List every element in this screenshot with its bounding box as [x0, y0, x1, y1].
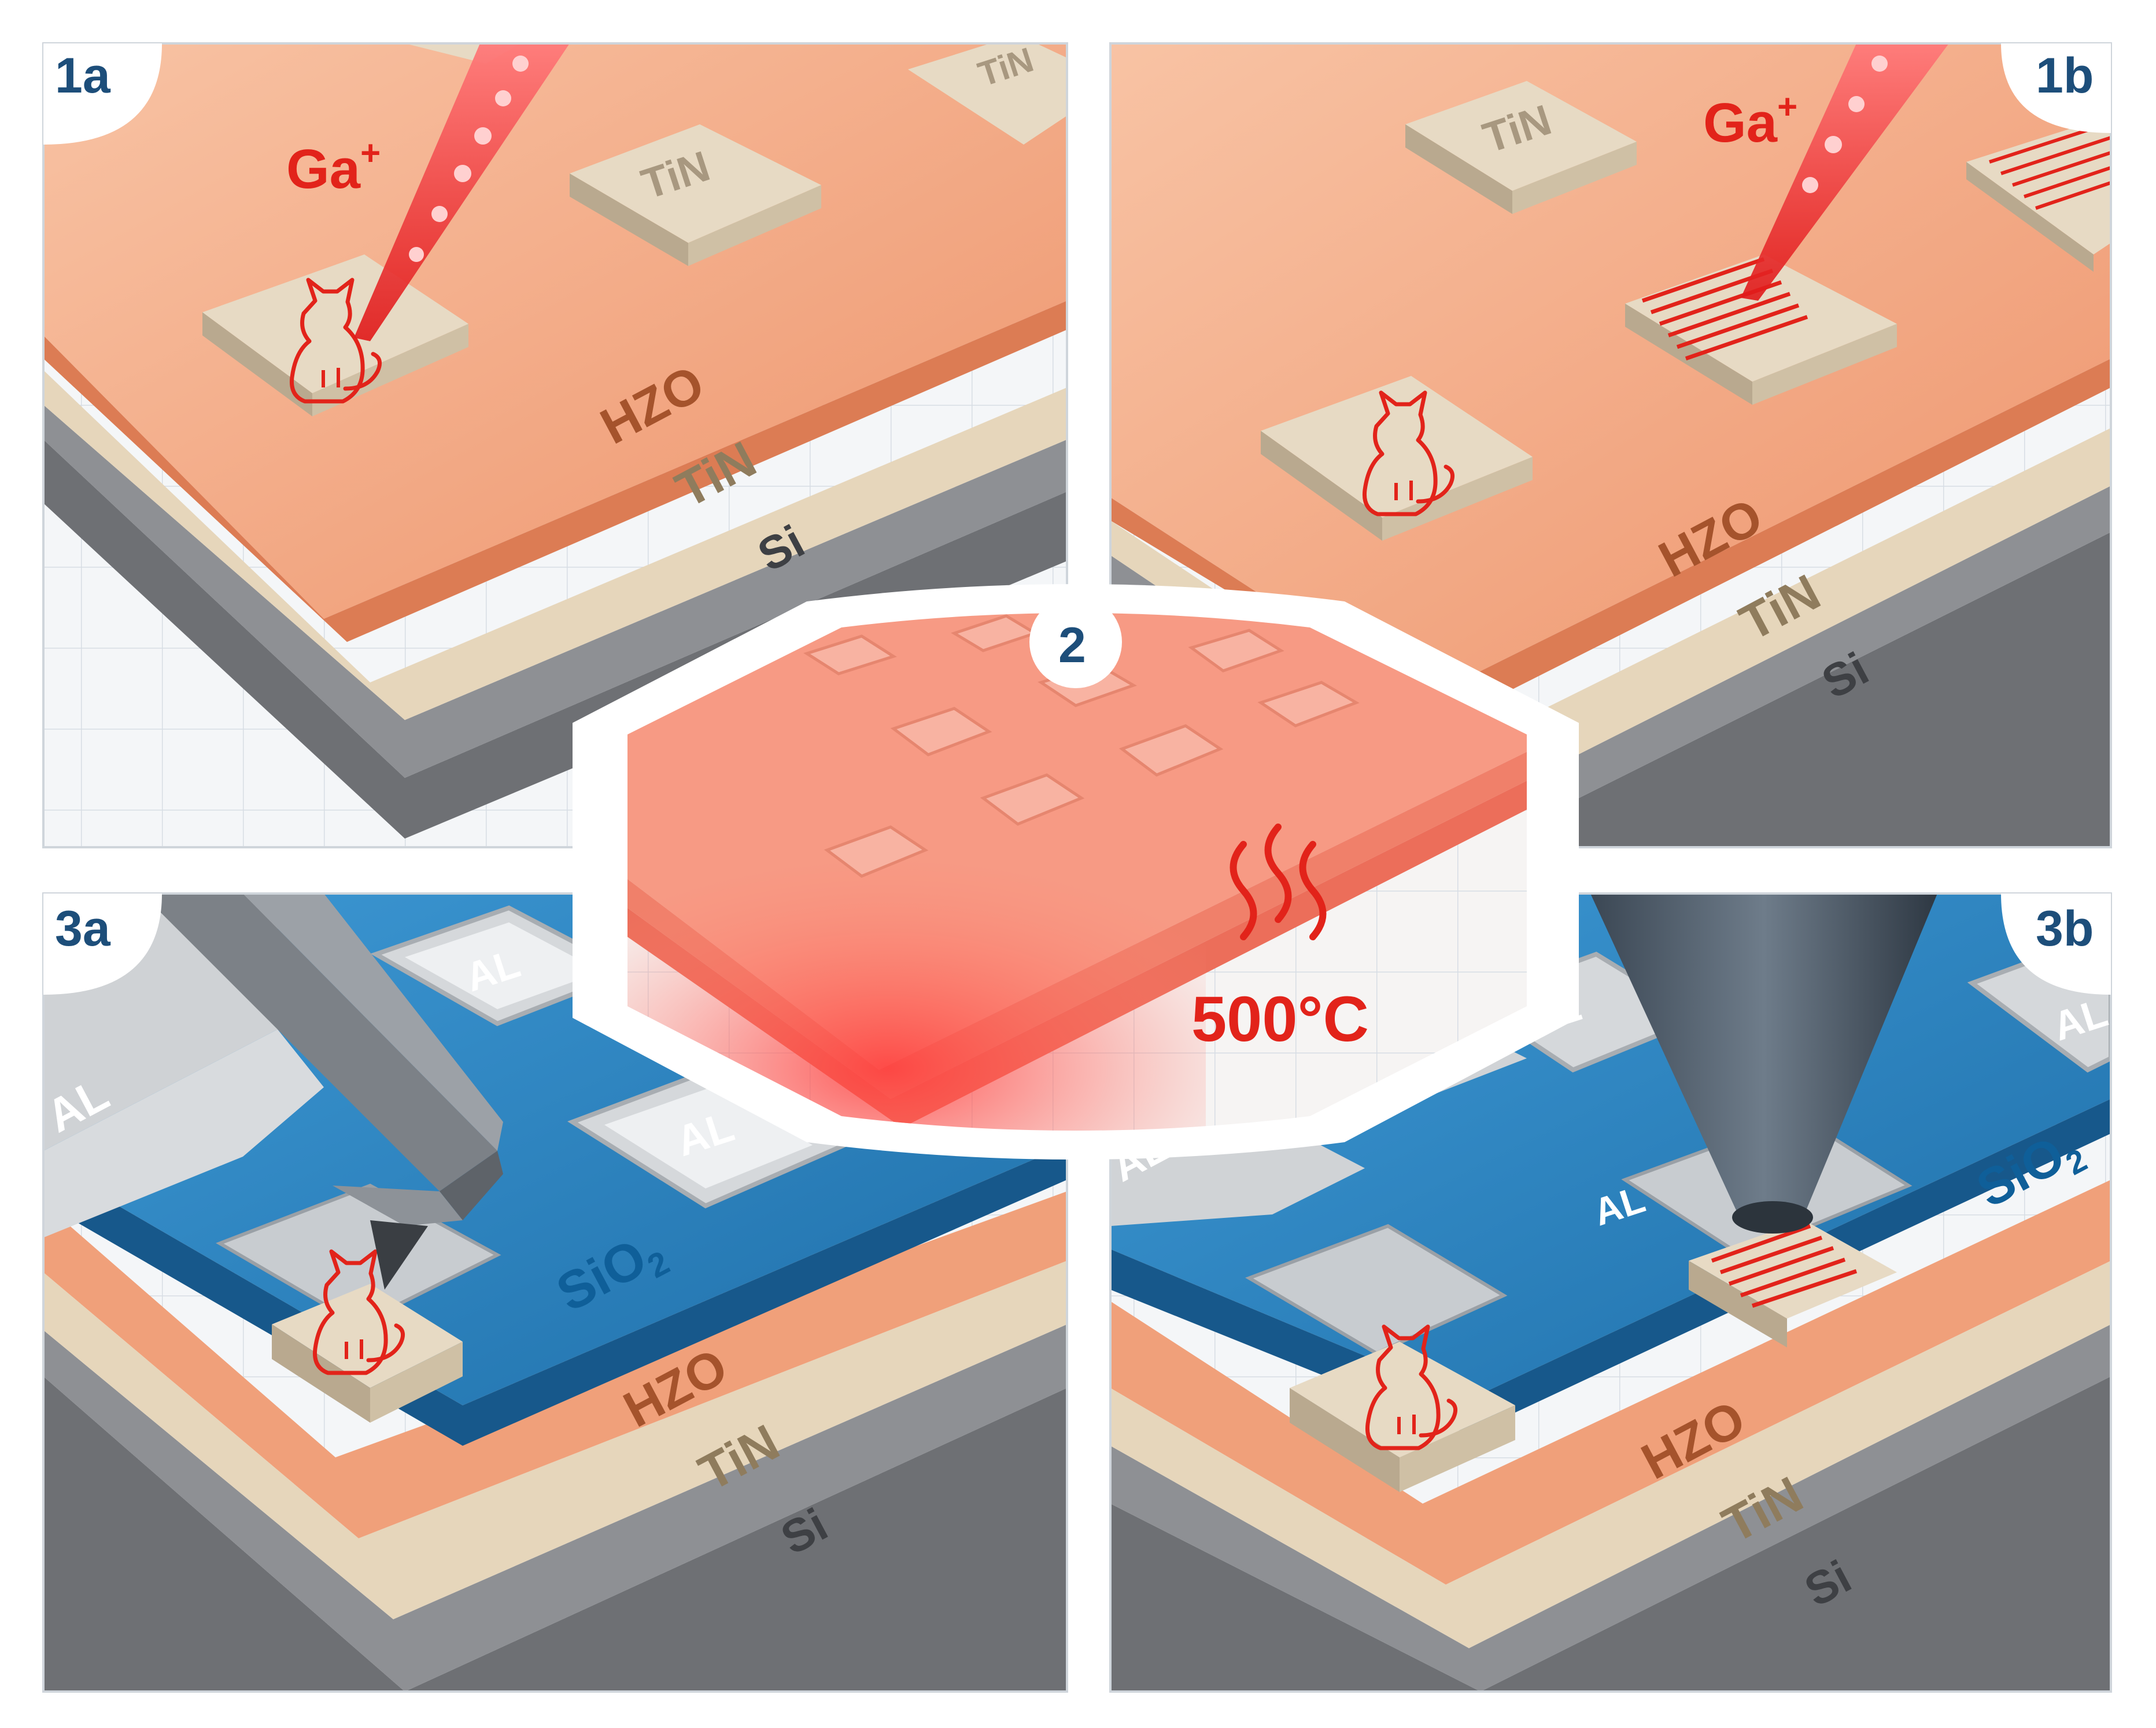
- tin-pad-partial: [1966, 116, 2111, 272]
- line-grating-icon: [1641, 257, 1808, 361]
- probe-tip-icon: [142, 893, 503, 1290]
- panel-1a: TiN TiN Ga+ HZO TiN Si: [43, 43, 1067, 847]
- line-grating-icon: [1711, 1224, 1858, 1308]
- tag-3b: 3b: [2001, 893, 2111, 995]
- tin-pad: [272, 1251, 463, 1423]
- svg-text:3a: 3a: [55, 901, 111, 957]
- tag-3a: 3a: [43, 893, 162, 995]
- ion-label: Ga+: [286, 134, 381, 200]
- heat-waves-icon: [1230, 824, 1327, 940]
- tin-pad: [1625, 254, 1897, 405]
- tin-pad: [1689, 1220, 1897, 1347]
- al-pad: AL: [370, 905, 636, 1027]
- tag-1b: 1b: [2001, 43, 2111, 133]
- ion-beam-icon: [354, 43, 570, 341]
- tag-1a: 1a: [43, 43, 162, 145]
- tin-pad: TiN: [1405, 81, 1637, 214]
- svg-text:1a: 1a: [55, 48, 111, 104]
- probe-tip-icon: [1590, 893, 1937, 1234]
- panel-3a: AL AL AL SiO2 HZO TiN: [43, 893, 1067, 1692]
- svg-text:3b: 3b: [2036, 901, 2094, 957]
- ion-beam-icon: [1741, 43, 1949, 301]
- svg-text:2: 2: [1058, 618, 1086, 673]
- ion-label: Ga+: [1703, 87, 1797, 154]
- svg-text:1b: 1b: [2036, 48, 2094, 104]
- tin-pad: [1261, 376, 1533, 541]
- tag-2: 2: [1029, 596, 1122, 688]
- tin-pad: TiN: [570, 124, 821, 266]
- temperature-label: 500°C: [1191, 984, 1369, 1055]
- tin-pad-partial: TiN: [908, 43, 1067, 145]
- panel-2: 500°C: [573, 584, 1579, 1160]
- tin-pad: [1290, 1327, 1515, 1492]
